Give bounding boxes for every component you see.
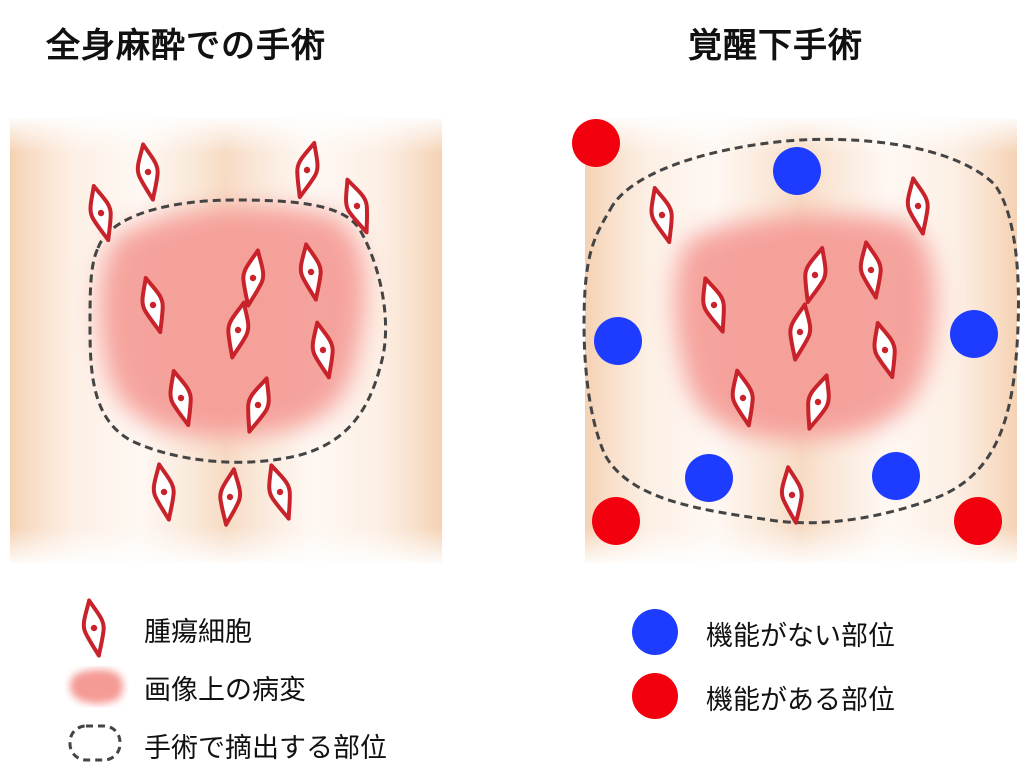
functional-site-dot bbox=[954, 497, 1002, 545]
right-resection-outline bbox=[582, 137, 1020, 525]
legend-tumor-cell-icon bbox=[77, 596, 111, 660]
non-functional-site-dot bbox=[594, 317, 642, 365]
legend-label: 手術で摘出する部位 bbox=[144, 733, 387, 764]
functional-sites bbox=[572, 119, 1002, 545]
legend-item-tumor-cell: 腫瘍細胞 bbox=[144, 610, 252, 649]
legend-item-lesion: 画像上の病変 bbox=[144, 668, 306, 707]
legend-item-resection: 手術で摘出する部位 bbox=[144, 726, 387, 765]
functional-site-dot bbox=[592, 497, 640, 545]
legend-label: 機能がある部位 bbox=[706, 685, 895, 716]
left-resection-outline bbox=[88, 198, 388, 464]
legend-label: 画像上の病変 bbox=[144, 675, 306, 706]
legend-label: 腫瘍細胞 bbox=[144, 617, 252, 648]
non-functional-site-dot bbox=[685, 454, 733, 502]
legend-dashed-outline-icon bbox=[68, 724, 122, 762]
legend-label: 機能がない部位 bbox=[706, 621, 895, 652]
right-panel-title: 覚醒下手術 bbox=[688, 26, 863, 66]
legend-item-functional: 機能がある部位 bbox=[706, 678, 895, 717]
legend-item-non-functional: 機能がない部位 bbox=[706, 614, 895, 653]
left-panel-title: 全身麻酔での手術 bbox=[46, 26, 326, 66]
left-brain-background bbox=[10, 118, 442, 563]
legend-red-dot-icon bbox=[632, 673, 678, 719]
non-functional-site-dot bbox=[773, 147, 821, 195]
non-functional-sites bbox=[594, 147, 998, 502]
legend-blue-dot-icon bbox=[632, 609, 678, 655]
non-functional-site-dot bbox=[872, 452, 920, 500]
non-functional-site-dot bbox=[950, 310, 998, 358]
functional-site-dot bbox=[572, 119, 620, 167]
legend-lesion-blob-icon bbox=[70, 669, 124, 704]
